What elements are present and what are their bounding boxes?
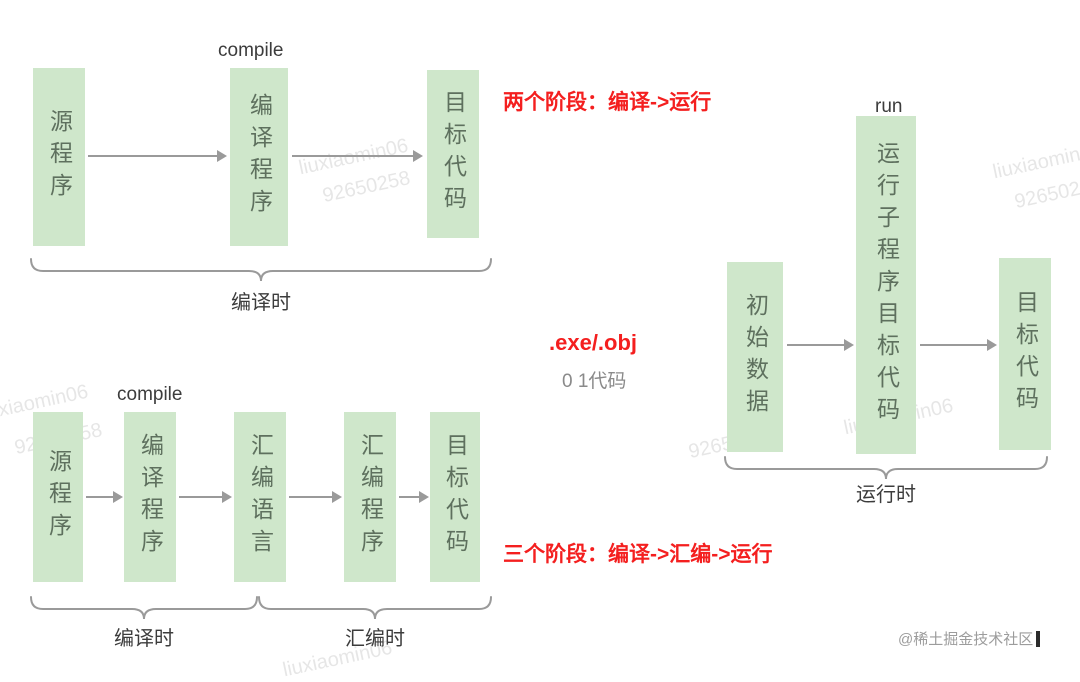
flow-box-target-code: 目标代码 xyxy=(427,70,479,238)
flow-box-source-program: 源程序 xyxy=(33,68,85,246)
arrow-right-icon xyxy=(292,150,423,162)
watermark-text: liuxiaomin06 xyxy=(990,138,1080,184)
arrow-right-icon xyxy=(920,339,997,351)
flow-box-compiler: 编译程序 xyxy=(230,68,288,246)
flow-box-target-code: 目标代码 xyxy=(430,412,480,582)
community-watermark-text: @稀土掘金技术社区 xyxy=(898,631,1034,648)
community-watermark: @稀土掘金技术社区 xyxy=(898,628,1041,649)
flow-box-initial-data: 初始数据 xyxy=(727,262,783,452)
flow-box-source-program: 源程序 xyxy=(33,412,83,582)
flow-box-run-subprogram-target-code: 运行子程序目标代码 xyxy=(856,116,916,454)
flow-box-assembler: 汇编程序 xyxy=(344,412,396,582)
flow-box-compiler: 编译程序 xyxy=(124,412,176,582)
watermark-text: 92650258 xyxy=(1012,173,1080,214)
watermark-text: 92650258 xyxy=(320,167,413,208)
arrow-right-icon xyxy=(179,491,232,503)
underbrace xyxy=(30,596,258,620)
compile-title-top: compile xyxy=(218,40,284,61)
binary-code-label: 0 1代码 xyxy=(562,371,627,392)
compile-time-label-top: 编译时 xyxy=(231,292,291,314)
arrow-right-icon xyxy=(289,491,342,503)
assemble-time-label: 汇编时 xyxy=(345,628,405,650)
run-title: run xyxy=(875,96,903,117)
arrow-right-icon xyxy=(86,491,123,503)
underbrace xyxy=(724,456,1048,480)
underbrace xyxy=(30,258,492,282)
compile-time-label-bottom: 编译时 xyxy=(114,628,174,650)
underbrace xyxy=(258,596,492,620)
arrow-right-icon xyxy=(787,339,854,351)
cursor-bar-icon xyxy=(1036,631,1041,647)
arrow-right-icon xyxy=(399,491,429,503)
run-time-label: 运行时 xyxy=(856,484,916,506)
arrow-right-icon xyxy=(88,150,227,162)
compile-title-bottom: compile xyxy=(117,384,183,405)
exe-obj-label: .exe/.obj xyxy=(549,330,638,355)
flow-box-assembly-language: 汇编语言 xyxy=(234,412,286,582)
flow-box-target-code: 目标代码 xyxy=(999,258,1051,450)
watermark-text: liuxiaomin06 xyxy=(296,134,411,180)
three-stage-annotation: 三个阶段：编译->汇编->运行 xyxy=(503,543,773,566)
two-stage-annotation: 两个阶段：编译->运行 xyxy=(503,91,712,114)
